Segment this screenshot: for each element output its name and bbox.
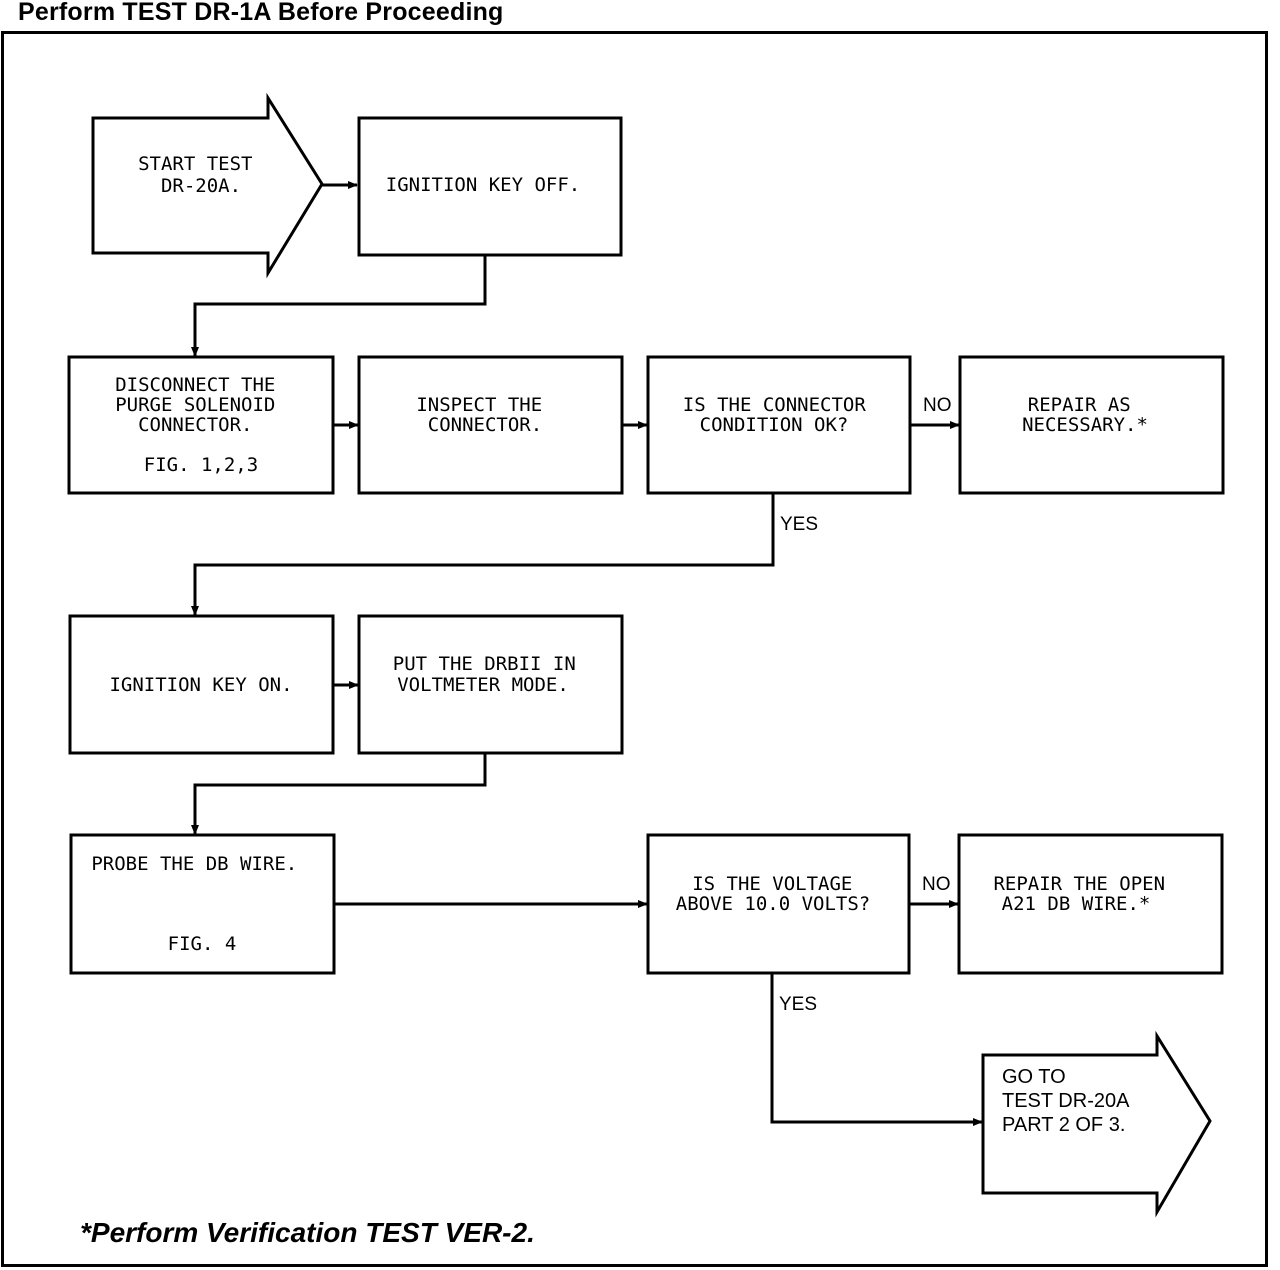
svg-text:PUT THE DRBII IN VOLTM: PUT THE DRBII IN VOLTMETER MODE. [393, 653, 587, 696]
node-start-test: START TEST DR-20A. [91, 92, 324, 279]
svg-text:START TEST DR-20A.: START TEST DR-20A. [138, 153, 264, 197]
node-goto-part2: GO TO TEST DR-20A PART 2 OF 3. [981, 1030, 1212, 1218]
node-probe-db-wire: PROBE THE DB WIRE. FIG. 4 [69, 833, 336, 975]
svg-text:IGNITION KEY OFF.: IGNITION KEY OFF. [386, 174, 580, 196]
node-ignition-off: IGNITION KEY OFF. [357, 116, 623, 257]
node-voltage-decision: IS THE VOLTAGE ABOVE 10.0 VOLTS? [646, 833, 911, 975]
disconnect-line-1: DISCONNECT THE [115, 374, 275, 396]
svg-text:REPAIR AS NECESSARY.*: REPAIR AS NECESSARY.* [1022, 394, 1148, 436]
inspect-line-1: INSPECT THE [416, 394, 542, 416]
repair1-line-1: REPAIR AS [1028, 394, 1131, 416]
svg-text:DISCONNECT THE PURGE S: DISCONNECT THE PURGE SOLENOID CONNECTOR.… [115, 374, 287, 476]
connok-line-1: IS THE CONNECTOR [683, 394, 867, 416]
edge-voltage-yes-to-goto [770, 974, 983, 1126]
label-yes-voltage: YES [779, 994, 817, 1015]
repair2-line-2: A21 DB WIRE.* [1002, 893, 1151, 915]
voltage-line-1: IS THE VOLTAGE [692, 873, 852, 895]
goto-line-2: TEST DR-20A [1002, 1090, 1130, 1112]
svg-text:INSPECT THE CONNECTOR.: INSPECT THE CONNECTOR. [416, 394, 553, 436]
drbii-line-1: PUT THE DRBII IN [393, 653, 576, 675]
start-line-1: START TEST [138, 153, 252, 175]
node-repair-as-necessary: REPAIR AS NECESSARY.* [958, 355, 1225, 495]
goto-line-1: GO TO [1002, 1066, 1066, 1088]
svg-text:IGNITION KEY ON.: IGNITION KEY ON. [109, 674, 292, 696]
svg-text:PROBE THE DB WIRE. FIG: PROBE THE DB WIRE. FIG. 4 [91, 853, 308, 955]
repair1-line-2: NECESSARY.* [1022, 414, 1148, 436]
repair2-line-1: REPAIR THE OPEN [993, 873, 1165, 895]
inspect-line-2: CONNECTOR. [428, 414, 542, 436]
label-no-voltage: NO [922, 874, 951, 895]
label-no-connector: NO [923, 395, 952, 416]
node-repair-open-wire: REPAIR THE OPEN A21 DB WIRE.* [957, 833, 1224, 975]
svg-text:IS THE CONNECTOR CONDI: IS THE CONNECTOR CONDITION OK? [683, 394, 877, 436]
svg-text:GO TO TEST DR-20A: GO TO TEST DR-20A PART 2 OF 3. [1002, 1066, 1134, 1136]
drbii-line-2: VOLTMETER MODE. [397, 674, 569, 696]
label-yes-connector: YES [780, 514, 818, 535]
flowchart-frame [1, 31, 1268, 1267]
node-disconnect: DISCONNECT THE PURGE SOLENOID CONNECTOR.… [67, 355, 335, 495]
voltage-line-2: ABOVE 10.0 VOLTS? [676, 893, 870, 915]
node-ignition-on: IGNITION KEY ON. [68, 614, 335, 755]
disconnect-fig: FIG. 1,2,3 [144, 454, 258, 476]
disconnect-line-3: CONNECTOR. [138, 414, 252, 436]
edge-ignoff-to-disconnect [191, 256, 487, 357]
edge-drbii-to-probe [191, 754, 487, 835]
connectors [191, 181, 983, 1126]
connok-line-2: CONDITION OK? [700, 414, 849, 436]
svg-text:REPAIR THE OPEN A21 DB: REPAIR THE OPEN A21 DB WIRE.* [993, 873, 1176, 915]
node-inspect: INSPECT THE CONNECTOR. [357, 355, 624, 495]
node-drbii-voltmeter: PUT THE DRBII IN VOLTMETER MODE. [357, 614, 624, 755]
ignon-line-1: IGNITION KEY ON. [109, 674, 292, 696]
disconnect-line-2: PURGE SOLENOID [115, 394, 275, 416]
node-connector-ok-decision: IS THE CONNECTOR CONDITION OK? [646, 355, 912, 495]
start-line-2: DR-20A. [161, 175, 241, 197]
svg-text:IS THE VOLTAGE ABOVE 1: IS THE VOLTAGE ABOVE 10.0 VOLTS? [676, 873, 870, 915]
probe-line-1: PROBE THE DB WIRE. [91, 853, 297, 875]
page-header: Perform TEST DR-1A Before Proceeding [18, 0, 504, 26]
probe-fig: FIG. 4 [168, 933, 237, 955]
ignoff-line-1: IGNITION KEY OFF. [386, 174, 580, 196]
edge-connok-yes-to-ignon [191, 494, 775, 616]
footnote-verification: *Perform Verification TEST VER-2. [80, 1217, 535, 1248]
goto-line-3: PART 2 OF 3. [1002, 1114, 1125, 1136]
